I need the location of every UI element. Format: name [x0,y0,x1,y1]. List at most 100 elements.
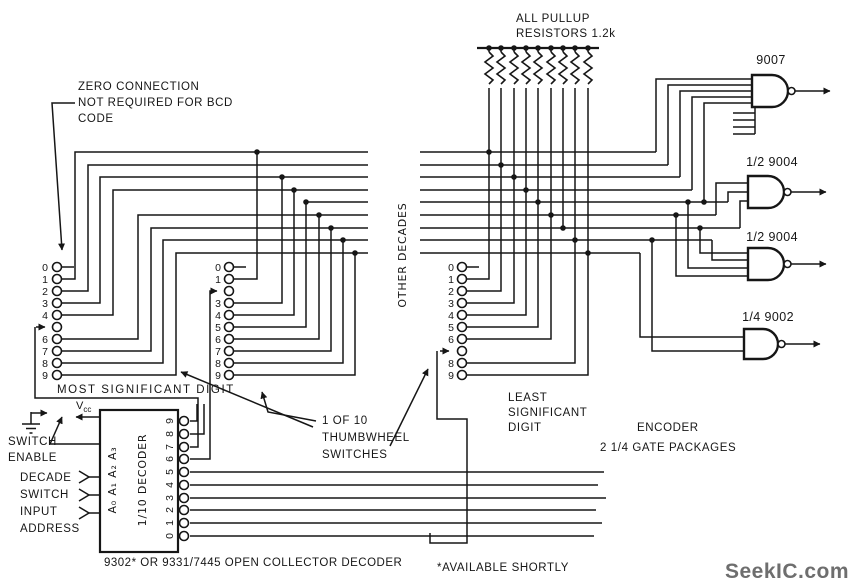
vcc-label: Vcc [76,400,91,414]
digit-label: 3 [164,495,176,501]
inverter-bubble [783,259,792,269]
note-pullup: ALL PULLUP RESISTORS 1.2k [516,13,616,40]
digit-label: 4 [215,310,221,322]
switch-enable-label: SWITCH ENABLE [8,436,57,464]
digit-label: 5 [164,469,176,475]
lsd-label-line2: SIGNIFICANT [508,407,587,419]
address-line2: SWITCH [20,489,69,501]
lsd-label: LEAST SIGNIFICANT DIGIT [508,392,587,434]
digit-label: 2 [42,286,48,298]
junction-dots [254,45,707,256]
digit-label: 8 [164,431,176,437]
digit-label: 6 [42,334,48,346]
enable-switch-blade [49,416,63,445]
digit-label: 4 [448,310,454,322]
digit-label: 7 [215,346,221,358]
nand-gate-1 [750,73,796,109]
nand-gate-3 [746,246,792,282]
address-input-chevrons [78,470,91,520]
inverter-bubble [783,187,792,197]
note-encoder: ENCODER 2 1/4 GATE PACKAGES [600,422,736,454]
digit-label: 4 [164,482,176,488]
digit-label: 9 [164,418,176,424]
decoder-pin-digit-labels: 9 8 7 6 5 4 3 2 1 0 [164,418,176,539]
msd-label: MOST SIGNIFICANT DIGIT [57,384,235,396]
inverter-bubble [777,339,786,349]
address-line4: ADDRESS [20,523,80,535]
gate1-label: 9007 [756,53,785,67]
inverter-bubble [787,86,796,96]
thumbwheel-leader-arrow-1 [260,391,317,422]
address-line3: INPUT [20,506,58,518]
thumbwheel-bank-msd [51,261,63,381]
digit-label: 0 [42,262,48,274]
zero-connection-leader-arrow [51,102,75,251]
msd-digit-labels: 0 1 2 3 4 6 7 8 9 [42,262,48,382]
decoder-address-pins-label: A₀ A₁ A₂ A₃ [106,446,119,513]
lsd-digit-labels: 0 1 2 3 4 5 6 8 9 [448,262,454,382]
digit-label: 0 [448,262,454,274]
digit-label: 5 [448,322,454,334]
note-thumbwheel-line2: THUMBWHEEL [322,432,410,444]
nand-gate-2 [746,174,792,210]
nand-gate-4 [742,327,786,361]
lsd-bank-and-pullup-columns [467,46,599,376]
digit-label: 6 [164,456,176,462]
decoder-caption: 9302* OR 9331/7445 OPEN COLLECTOR DECODE… [104,557,402,569]
switch-enable-line1: SWITCH [8,436,57,448]
address-label: DECADE SWITCH INPUT ADDRESS [20,472,80,535]
footnote-available: *AVAILABLE SHORTLY [437,562,569,574]
gate4-label: 1/4 9002 [742,310,794,324]
digit-label: 1 [164,520,176,526]
note-encoder-line2: 2 1/4 GATE PACKAGES [600,442,736,454]
digit-label: 6 [215,334,221,346]
digit-label: 1 [42,274,48,286]
digit-label: 5 [215,322,221,334]
gate2-label: 1/2 9004 [746,155,798,169]
bank2-digit-labels: 0 1 3 4 5 6 7 8 9 [215,262,221,382]
note-zero-connection-line2: NOT REQUIRED FOR BCD [78,97,233,109]
digit-label: 2 [164,507,176,513]
note-encoder-line1: ENCODER [637,422,699,434]
msd-bank-wires [62,151,368,376]
watermark-seekic: SeekIC.com [725,560,849,583]
lsd-label-line3: DIGIT [508,422,542,434]
note-zero-connection-line1: ZERO CONNECTION [78,81,199,93]
lsd-wiper-down-line [429,351,468,544]
note-zero-connection: ZERO CONNECTION NOT REQUIRED FOR BCD COD… [78,81,233,125]
note-pullup-line2: RESISTORS 1.2k [516,28,616,40]
thumbwheel-leader-arrow-3 [389,368,429,447]
decoder-name-label: 1/10 DECODER [136,434,149,527]
note-thumbwheel-line1: 1 OF 10 [322,415,368,427]
pullup-resistors [483,51,594,85]
gate-feed-wires [639,78,756,352]
digit-label: 8 [215,358,221,370]
digit-label: 0 [215,262,221,274]
thumbwheel-leader-arrow-2 [180,371,314,428]
thumbwheel-bank-lsd [456,261,468,381]
note-zero-connection-line3: CODE [78,113,114,125]
digit-label: 8 [42,358,48,370]
lsd-label-line1: LEAST [508,392,547,404]
digit-label: 0 [164,533,176,539]
digit-label: 1 [448,274,454,286]
unused-input-stubs [733,107,756,135]
ground-icon [22,423,40,434]
note-pullup-line1: ALL PULLUP [516,13,590,25]
address-line1: DECADE [20,472,72,484]
digit-label: 3 [448,298,454,310]
digit-label: 8 [448,358,454,370]
decoder-box [98,408,180,554]
digit-label: 4 [42,310,48,322]
decoder-output-pins [178,415,190,542]
arrows [31,87,831,447]
digit-label: 9 [448,370,454,382]
thumbwheel-bank-2 [223,261,235,381]
digit-label: 3 [215,298,221,310]
digit-label: 2 [448,286,454,298]
digit-label: 6 [448,334,454,346]
digit-label: 9 [42,370,48,382]
second-decade-bank-wires [234,152,368,376]
